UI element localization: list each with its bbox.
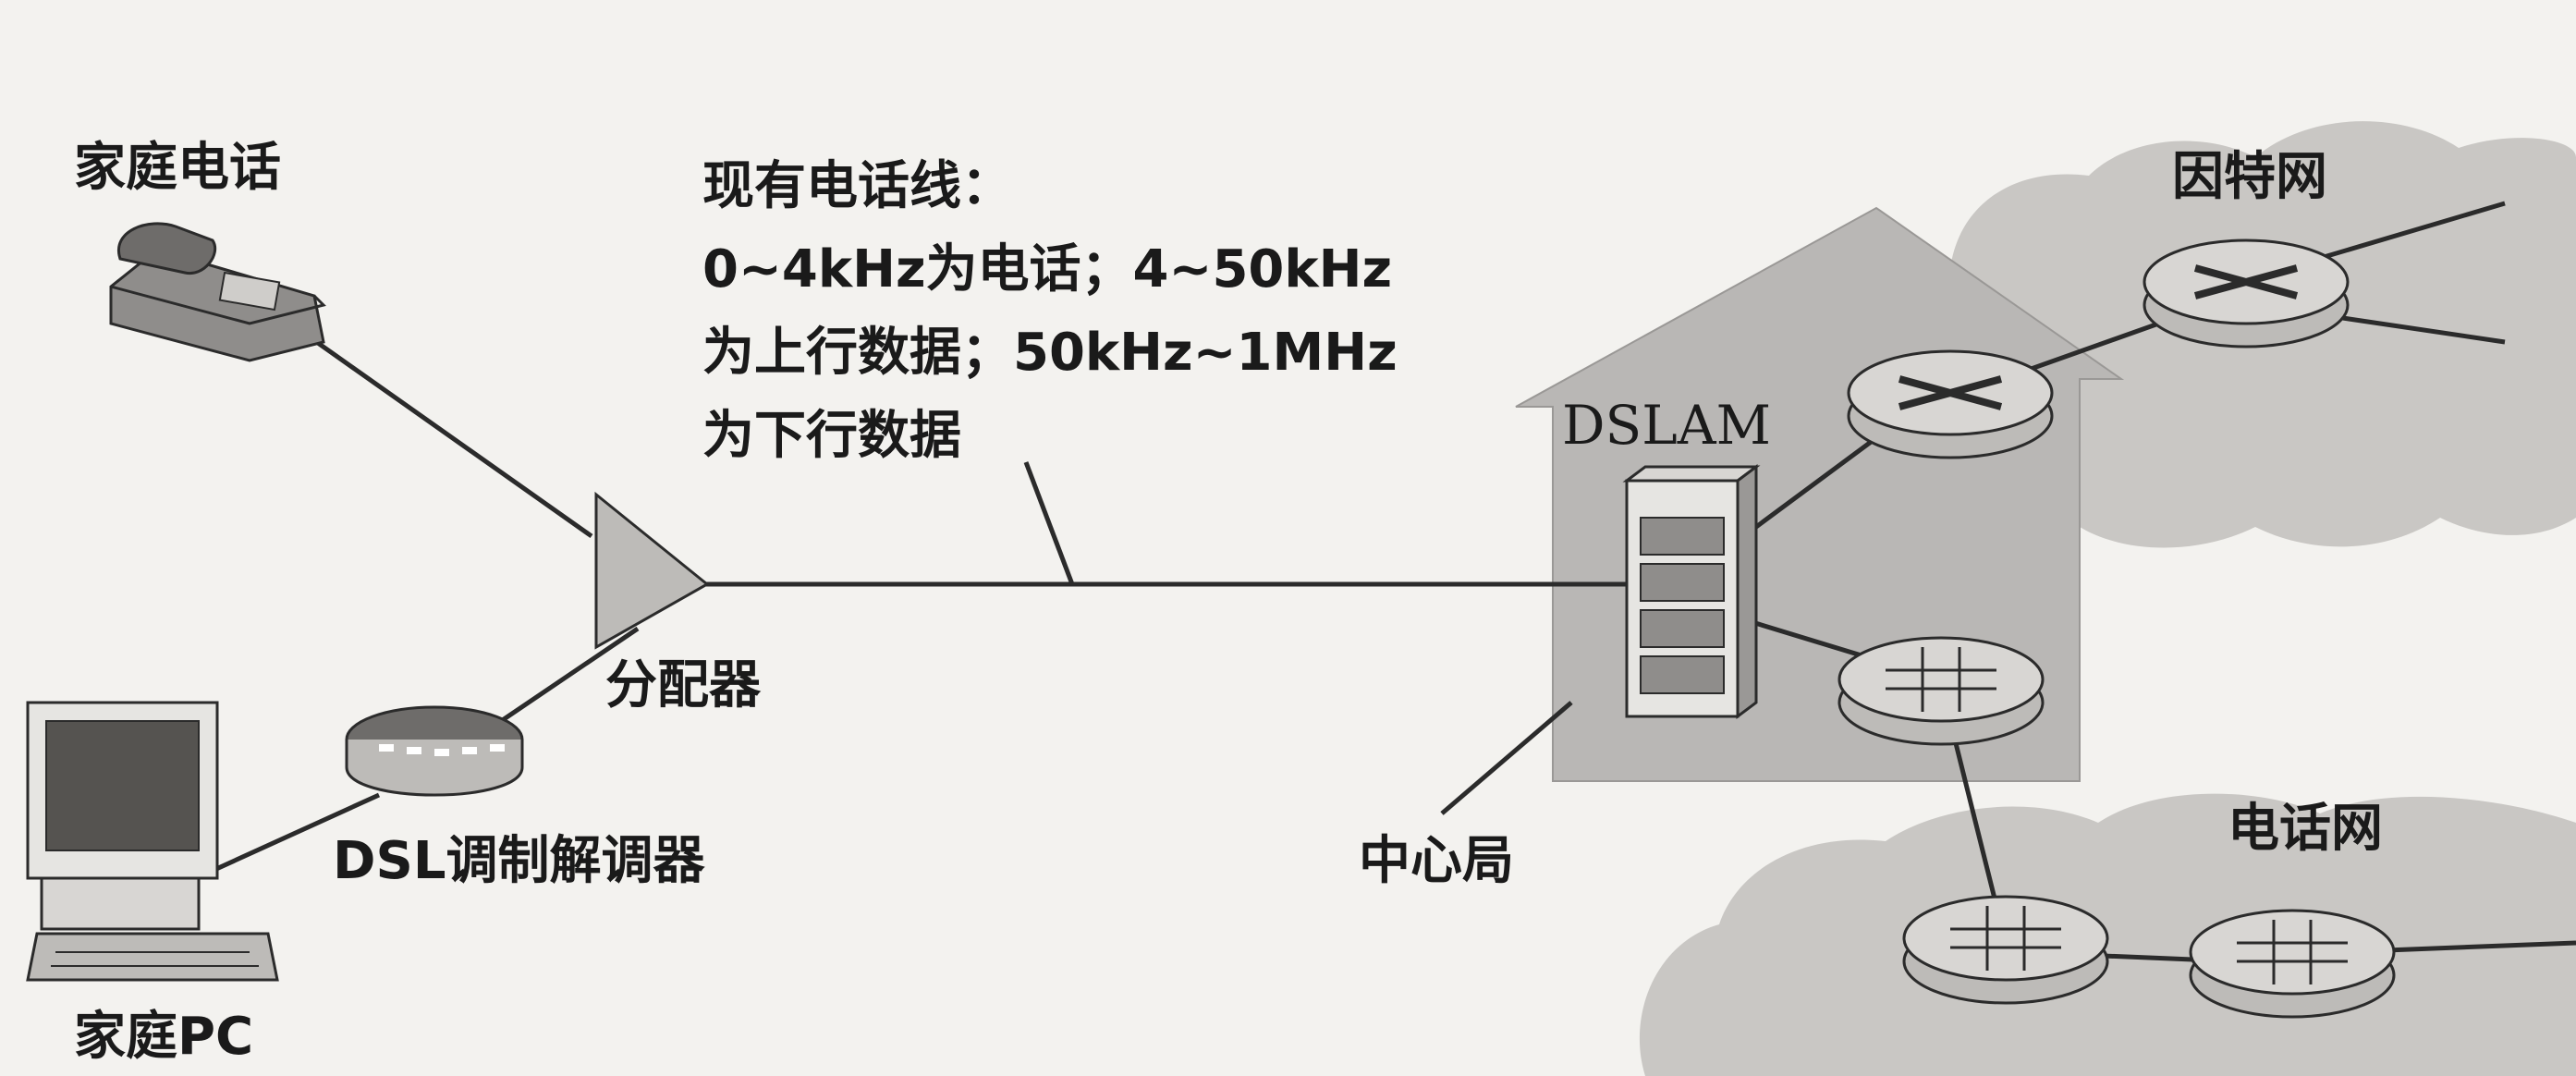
existing-line-label-4: 为下行数据 [702,406,961,466]
desktop-computer-icon [26,701,279,982]
phone-switch-icon [1837,636,2045,746]
splitter-label: 分配器 [605,655,762,715]
dsl-modem-label: DSL调制解调器 [333,831,706,891]
router-icon [1847,349,2054,459]
splitter-icon [594,491,710,650]
home-pc-label: 家庭PC [74,1007,253,1067]
router-icon [2143,238,2350,348]
existing-line-label-2: 0~4kHz为电话；4~50kHz [702,239,1392,300]
central-office-label: 中心局 [1359,831,1514,891]
dslam-label: DSLAM [1562,394,1771,457]
telephone-icon [109,222,326,362]
phone-to-splitter [275,312,593,539]
link-switch-switch [1947,720,1999,907]
existing-line-label-3: 为上行数据；50kHz~1MHz [702,323,1398,383]
phone-switch-icon [1902,895,2109,1005]
home-phone-label: 家庭电话 [74,138,281,198]
modem-to-splitter [479,626,640,738]
dslam-rack-icon [1622,464,1761,719]
line-label-leader [1023,461,1075,585]
office-label-leader [1440,701,1573,815]
telephone-network-label: 电话网 [2228,799,2383,859]
link-dslam-router [1754,432,1883,530]
dsl-modem-icon [345,705,524,797]
phone-switch-icon [2189,909,2396,1019]
existing-line-label-1: 现有电话线： [702,156,1013,216]
internet-label: 因特网 [2172,147,2327,207]
